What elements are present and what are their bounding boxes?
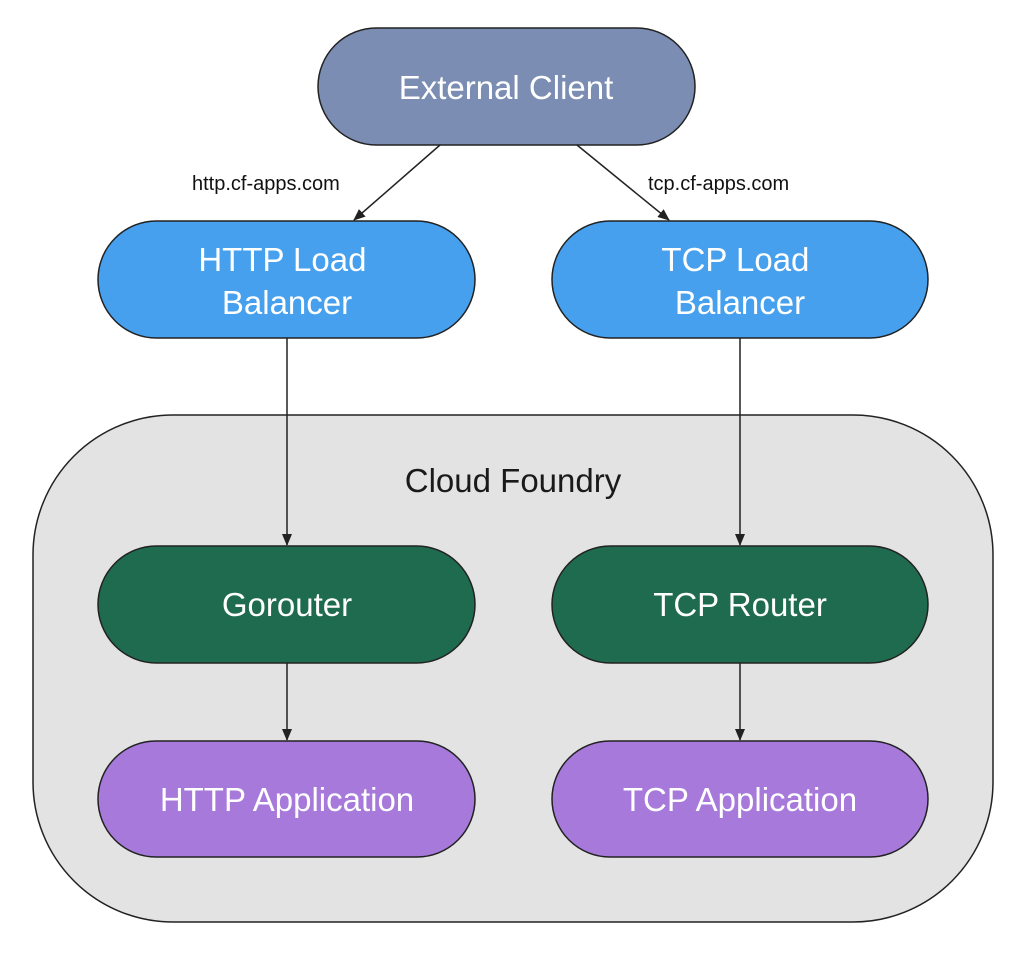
gorouter-shape <box>97 545 476 664</box>
tcp-router-label: TCP Router <box>653 586 827 623</box>
node-tcp-router: TCP Router <box>551 545 929 664</box>
node-external-client: External Client <box>317 27 696 146</box>
tcp-load-balancer-label: TCP Load Balancer <box>661 241 818 321</box>
tcp-router-shape <box>551 545 929 664</box>
gorouter-label: Gorouter <box>222 586 352 623</box>
http-load-balancer-label: HTTP Load Balancer <box>198 241 375 321</box>
tcp-application-shape <box>551 740 929 858</box>
edge-label-http-domain: http.cf-apps.com <box>192 173 340 195</box>
node-tcp-load-balancer: TCP Load Balancer <box>551 220 929 339</box>
external-client-label: External Client <box>399 69 614 106</box>
external-client-shape <box>317 27 696 146</box>
tcp-application-label: TCP Application <box>623 781 857 818</box>
edge-label-tcp-domain: tcp.cf-apps.com <box>648 173 789 195</box>
http-load-balancer-label-line2: Balancer <box>222 284 352 321</box>
edges <box>282 144 745 741</box>
node-http-load-balancer: HTTP Load Balancer <box>97 220 476 339</box>
tcp-load-balancer-label-line1: TCP Load <box>661 241 809 278</box>
tcp-load-balancer-shape <box>551 220 929 339</box>
cloud-foundry-label: Cloud Foundry <box>405 462 622 499</box>
edge-client-to-tcp-lb <box>576 144 670 221</box>
tcp-load-balancer-label-line2: Balancer <box>675 284 805 321</box>
node-http-application: HTTP Application <box>97 740 476 858</box>
http-application-label: HTTP Application <box>160 781 414 818</box>
http-application-shape <box>97 740 476 858</box>
http-load-balancer-label-line1: HTTP Load <box>198 241 366 278</box>
http-load-balancer-shape <box>97 220 476 339</box>
edge-client-to-http-lb <box>353 144 441 221</box>
node-gorouter: Gorouter <box>97 545 476 664</box>
node-tcp-application: TCP Application <box>551 740 929 858</box>
